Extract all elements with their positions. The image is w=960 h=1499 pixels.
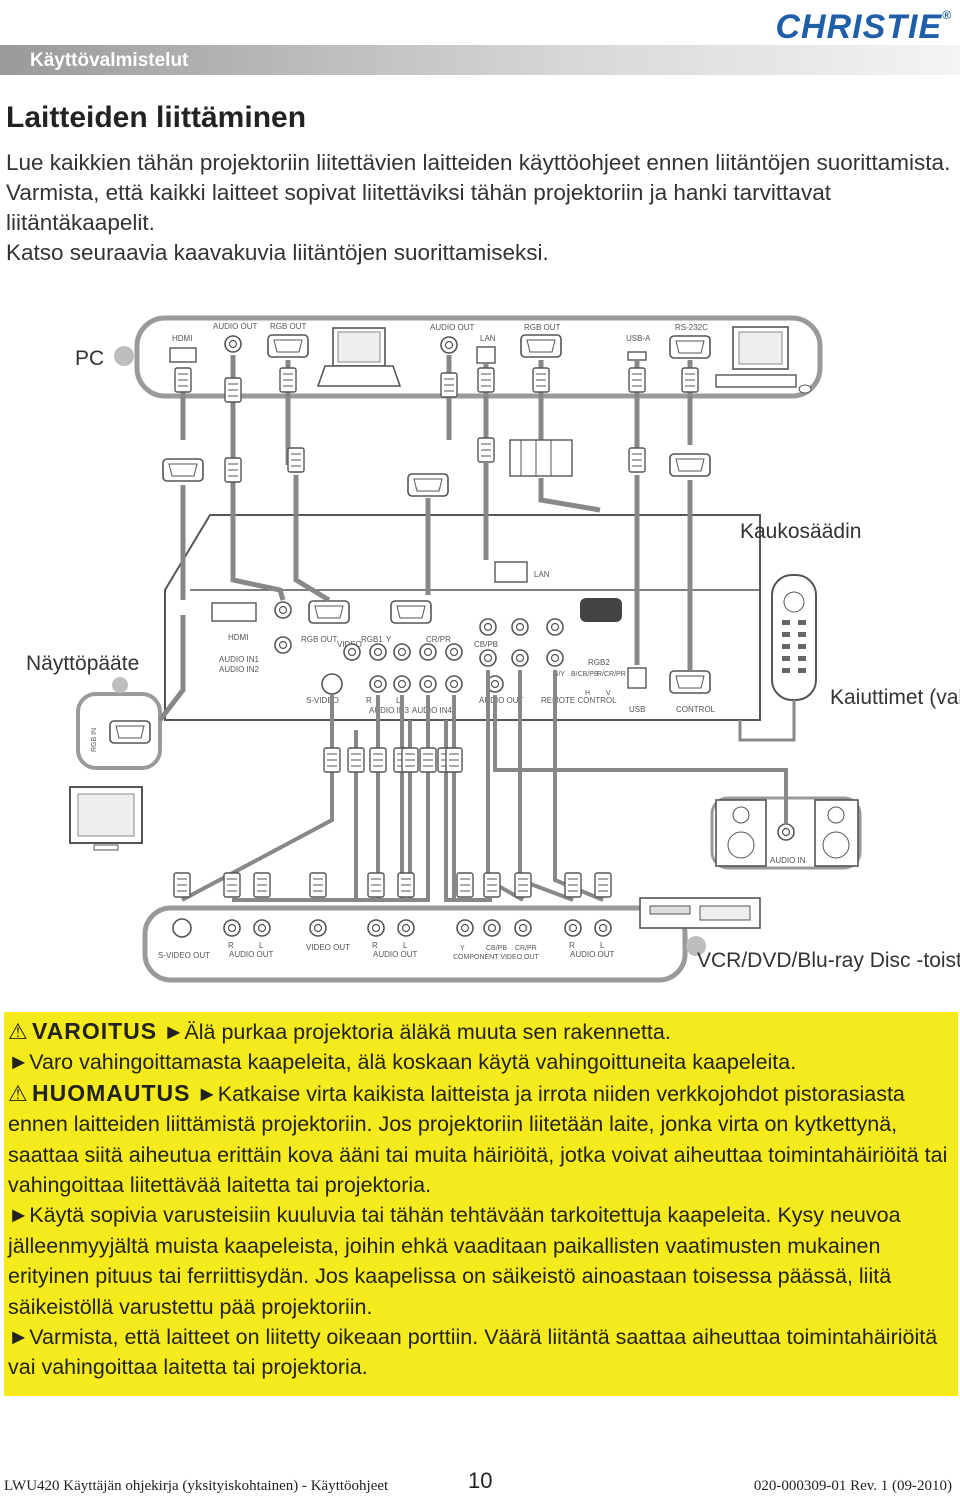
pc-hdmi-port — [169, 347, 197, 363]
pc-lan-label: LAN — [480, 334, 496, 343]
pc-label: PC — [75, 347, 104, 370]
projector-s-video-port — [321, 673, 343, 695]
vcr-component-video-out-label: COMPONENT VIDEO OUT — [453, 954, 540, 961]
remote-control-icon — [771, 574, 817, 701]
warning-triangle-icon: ⚠ — [8, 1019, 28, 1044]
speakers-label: Kaiuttimet (vahvistimen kanssa) — [830, 686, 960, 709]
page-heading: Laitteiden liittäminen — [6, 101, 307, 134]
monitor-icon — [69, 786, 143, 851]
projector-v-label: V — [606, 690, 611, 697]
vcr-l-label-3: L — [600, 941, 605, 950]
pc-usb-a-label: USB-A — [626, 334, 651, 343]
pc-rgb-out-2-label: RGB OUT — [524, 323, 561, 332]
monitor-label: Näyttöpääte — [26, 652, 139, 675]
projector-audio-out-label: AUDIO OUT — [479, 696, 524, 705]
projector-rgb1-label: RGB1 — [361, 635, 383, 644]
projector-cr-pr-label: CR/PR — [426, 635, 451, 644]
vcr-cr-pr-label: CR/PR — [515, 945, 537, 952]
pc-rgb-out-1-label: RGB OUT — [270, 322, 307, 331]
desktop-computer-icon — [715, 326, 812, 394]
pc-device-panel: PC HDMI AUDIO OUT RGB OUT AUDIO OUT LAN … — [75, 315, 823, 399]
vcr-r-label-1: R — [228, 941, 234, 950]
projector-power-block — [580, 598, 622, 622]
vcr-l-label-2: L — [403, 941, 408, 950]
projector-lan-port — [494, 561, 528, 583]
warning-text: ⚠VAROITUS ►Älä purkaa projektoria äläkä … — [8, 1016, 956, 1383]
connection-diagram: PC HDMI AUDIO OUT RGB OUT AUDIO OUT LAN … — [26, 315, 960, 983]
projector-cb-pb-label: CB/PB — [474, 640, 498, 649]
vcr-r-label-2: R — [372, 941, 378, 950]
vcr-cb-pb-label: CB/PB — [486, 945, 507, 952]
pc-rgb-out-1-port — [267, 334, 309, 358]
section-title: Käyttövalmistelut — [30, 50, 189, 71]
caution-triangle-icon: ⚠ — [8, 1080, 28, 1106]
footer-revision: 020-000309-01 Rev. 1 (09-2010) — [753, 1478, 952, 1494]
pc-audio-out-1-label: AUDIO OUT — [213, 322, 258, 331]
vcr-label: VCR/DVD/Blu-ray Disc -toistin — [697, 949, 960, 972]
pc-audio-out-1-port — [224, 335, 242, 353]
huomautus-line-3: ►Varmista, että laitteet on liitetty oik… — [8, 1325, 938, 1380]
vcr-r-label-3: R — [569, 941, 575, 950]
projector-hdmi-port — [211, 602, 257, 622]
vcr-player-icon — [639, 897, 761, 929]
projector-l-label: L — [396, 696, 401, 705]
projector-s-video-label: S-VIDEO — [306, 696, 339, 705]
huomautus-label: HUOMAUTUS — [32, 1079, 191, 1106]
vcr-s-video-out-label: S-VIDEO OUT — [158, 951, 210, 960]
intro-text: Lue kaikkien tähän projektoriin liitettä… — [6, 148, 956, 268]
pc-lan-port — [476, 346, 496, 364]
projector-control-label: CONTROL — [676, 705, 716, 714]
laptop-icon — [316, 327, 402, 387]
pc-rs232c-port — [669, 335, 711, 359]
warning-box — [4, 1012, 958, 1396]
pc-rgb-out-2-port — [520, 334, 562, 358]
footer-page-number: 10 — [468, 1468, 493, 1493]
projector-hdmi-label: HDMI — [228, 633, 248, 642]
varoitus-line-1: ⚠VAROITUS ►Älä purkaa projektoria äläkä … — [8, 1016, 956, 1047]
varoitus-label: VAROITUS — [32, 1018, 158, 1044]
speakers-device-panel: AUDIO IN — [710, 796, 862, 870]
projector-audio-in4-label: AUDIO IN4 — [412, 706, 453, 715]
intro-paragraph-2: Katso seuraavia kaavakuvia liitäntöjen s… — [6, 240, 549, 265]
projector-usb-label: USB — [629, 705, 645, 714]
vcr-l-label-1: L — [259, 941, 264, 950]
vcr-audio-out-label-1: AUDIO OUT — [229, 950, 274, 959]
monitor-device-panel: RGB IN — [76, 677, 162, 770]
projector-r-cr-pr-label: R/CR/PR — [597, 671, 626, 678]
vcr-video-out-label: VIDEO OUT — [306, 943, 350, 952]
vcr-audio-out-label-2: AUDIO OUT — [373, 950, 418, 959]
vcr-audio-out-label-3: AUDIO OUT — [570, 950, 615, 959]
projector-remote-control-label: REMOTE CONTROL — [541, 696, 617, 705]
section-header-bar: Käyttövalmistelut — [0, 45, 960, 75]
monitor-rgb-in-label: RGB IN — [91, 728, 98, 752]
projector-h-label: H — [585, 690, 590, 697]
projector-y-label: Y — [386, 635, 392, 644]
pc-audio-out-2-port — [440, 336, 458, 354]
pc-usb-port — [627, 351, 647, 361]
projector-body: LAN HDMI AUDIO IN1 AUDIO IN2 RGB OUT RGB… — [164, 514, 761, 721]
projector-audio-in2-label: AUDIO IN2 — [219, 665, 260, 674]
intro-paragraph-1: Lue kaikkien tähän projektoriin liitettä… — [6, 150, 951, 235]
varoitus-line-2: ►Varo vahingoittamasta kaapeleita, älä k… — [8, 1050, 797, 1075]
footer-document-title: LWU420 Käyttäjän ohjekirja (yksityiskoht… — [4, 1478, 389, 1494]
speakers-audio-in-label: AUDIO IN — [770, 856, 806, 865]
projector-audio-in3-label: AUDIO IN3 — [369, 706, 410, 715]
projector-audio-in1-label: AUDIO IN1 — [219, 655, 260, 664]
vcr-device-panel: S-VIDEO OUT R L AUDIO OUT VIDEO OUT R L … — [142, 897, 761, 983]
projector-rgb-out-label: RGB OUT — [301, 635, 338, 644]
christie-logo: CHRISTIE® — [775, 8, 952, 46]
projector-b-cb-pb-label: B/CB/PB — [571, 671, 599, 678]
pc-hdmi-label: HDMI — [172, 334, 192, 343]
projector-usb-port — [627, 667, 647, 689]
pc-rs232c-label: RS-232C — [675, 323, 708, 332]
vcr-y-label: Y — [460, 945, 465, 952]
huomautus-line-2: ►Käytä sopivia varusteisiin kuuluvia tai… — [8, 1203, 901, 1319]
projector-lan-label: LAN — [534, 570, 550, 579]
projector-rgb2-label: RGB2 — [588, 658, 610, 667]
pc-audio-out-2-label: AUDIO OUT — [430, 323, 475, 332]
projector-g-y-label: G/Y — [553, 671, 565, 678]
remote-label: Kaukosäädin — [740, 520, 861, 543]
projector-r-label: R — [366, 696, 372, 705]
huomautus-line-1: ⚠HUOMAUTUS ►Katkaise virta kaikista lait… — [8, 1079, 948, 1198]
